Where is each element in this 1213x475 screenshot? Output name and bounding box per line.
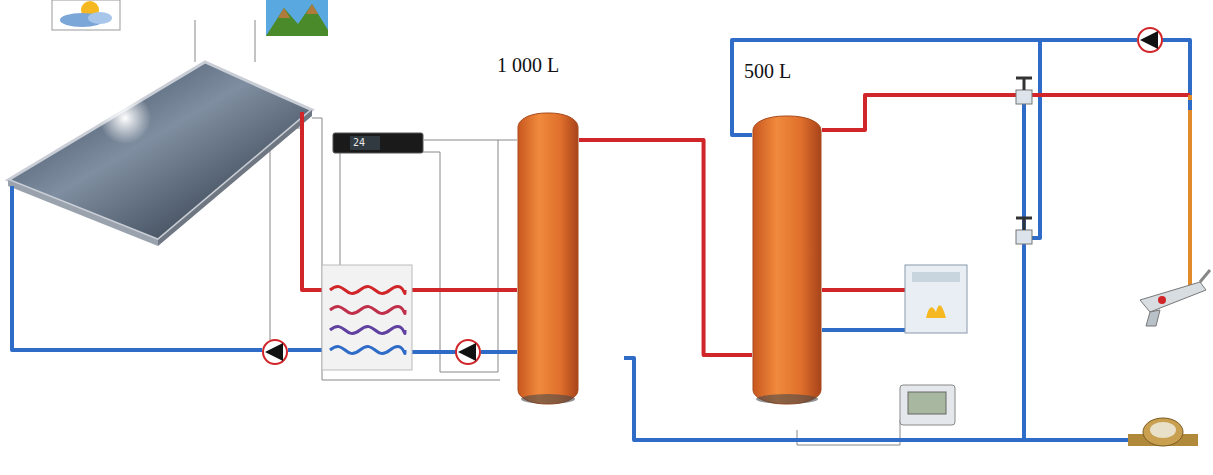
solar-controller — [333, 133, 423, 153]
sensor-wires — [418, 140, 517, 372]
boiler — [912, 272, 960, 282]
recirculation-pump — [1138, 28, 1162, 52]
tank-shell — [518, 113, 578, 404]
pump — [263, 340, 287, 364]
domestic-pipes — [1022, 100, 1026, 440]
valve — [1016, 78, 1032, 104]
thermostat — [900, 385, 955, 425]
thermostat — [908, 392, 946, 414]
thermostat — [900, 385, 955, 425]
solar-collector — [8, 180, 158, 246]
valve — [1016, 90, 1032, 104]
storage-tank: 500 L — [752, 115, 822, 405]
sensor-wires — [312, 118, 500, 380]
sensor-wires — [270, 128, 300, 340]
recirculation-pump — [1140, 31, 1158, 49]
tank-volume: 500 L — [744, 60, 791, 82]
boiler — [822, 290, 905, 330]
pump — [456, 340, 480, 364]
boiler — [822, 328, 905, 332]
recirculation-pump — [1138, 28, 1162, 52]
pump — [458, 343, 476, 361]
domestic-pipes — [1188, 95, 1192, 290]
water-meter — [1128, 418, 1198, 446]
water-meter — [1150, 422, 1176, 438]
hot-water-pipe — [579, 140, 752, 355]
tank-shell — [517, 112, 579, 405]
solar-controller — [333, 133, 423, 153]
heat-exchanger — [322, 265, 412, 370]
tank-volume: 1 000 L — [497, 54, 559, 76]
collector-pipes — [481, 350, 517, 354]
pump — [263, 340, 287, 364]
heat-exchanger — [330, 327, 405, 334]
boiler — [822, 265, 967, 333]
sensor-wires — [195, 20, 900, 445]
domestic-pipes — [624, 40, 1190, 440]
weather-icon — [52, 0, 120, 30]
sensor-wires — [195, 20, 196, 62]
collector-pipes — [12, 112, 517, 352]
solar-collector — [99, 92, 151, 144]
solar-controller — [350, 136, 380, 150]
collector-pipes — [402, 288, 517, 292]
mountain-icon — [278, 4, 318, 18]
domestic-pipes — [1024, 40, 1040, 238]
solar-collector — [8, 62, 312, 246]
domestic-pipes — [1162, 40, 1190, 100]
boiler — [905, 265, 967, 333]
sensor-wires — [255, 20, 256, 62]
weather-icon — [52, 0, 120, 30]
mixer-tap — [1140, 282, 1206, 312]
tank-shell — [752, 115, 822, 405]
valve — [1016, 218, 1032, 244]
storage-tank: 1 000 L — [517, 112, 579, 405]
collector-pipes — [12, 186, 262, 350]
boiler — [926, 305, 946, 318]
valve — [1016, 218, 1032, 230]
valve — [1016, 230, 1032, 244]
tank-base — [756, 394, 818, 404]
mountain-icon — [266, 0, 328, 36]
mixer-tap — [1200, 270, 1210, 282]
sensor-wires — [424, 140, 498, 141]
mixer-tap — [1146, 310, 1160, 326]
solar-collector — [158, 110, 312, 246]
mixer-tap — [1158, 296, 1166, 304]
mixer-tap — [1140, 270, 1210, 326]
heat-exchanger — [330, 307, 405, 314]
domestic-pipes — [624, 358, 1128, 440]
heat-exchanger — [322, 265, 412, 370]
display-reading: 24 — [353, 138, 365, 148]
heat-exchanger — [330, 287, 405, 294]
tank-base — [521, 394, 575, 404]
pump — [265, 343, 283, 361]
mountain-icon — [266, 4, 328, 36]
domestic-pipes — [1188, 100, 1192, 110]
pump — [456, 340, 480, 364]
collector-pipes — [302, 112, 330, 290]
heat-exchanger — [330, 347, 405, 354]
domestic-pipes — [822, 95, 1190, 130]
tank-shell — [753, 116, 821, 404]
weather-icon — [88, 12, 112, 24]
water-meter — [1143, 418, 1183, 446]
valve — [1016, 78, 1032, 90]
mountain-icon — [266, 0, 328, 36]
